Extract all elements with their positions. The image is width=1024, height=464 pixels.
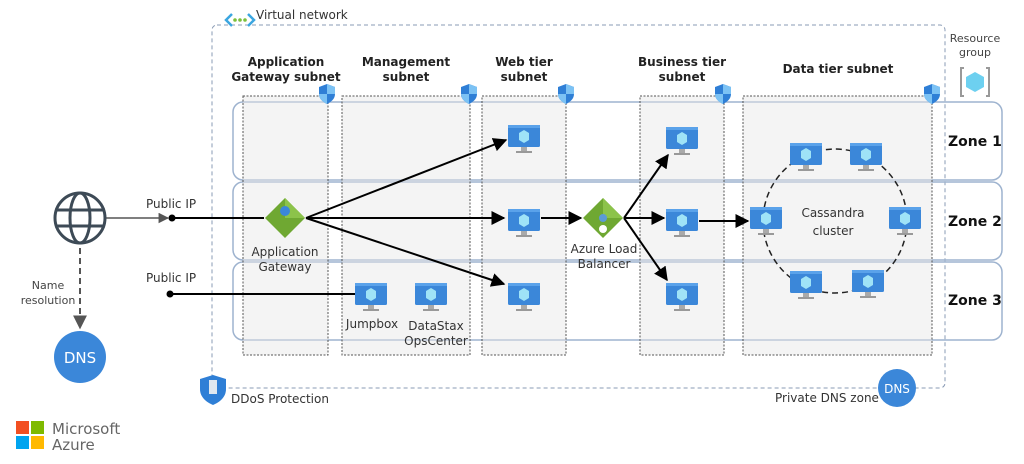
ddos-shield-icon [200,375,226,405]
resource-group-label: group [959,46,991,59]
logo-text: Azure [52,436,95,454]
zone-3 [232,261,1003,341]
zone-3-label: Zone 3 [948,293,1002,309]
jumpbox-label: Jumpbox [345,317,398,331]
subnet-title: subnet [501,70,548,84]
subnet-title: subnet [383,70,430,84]
ddos-protection-label: DDoS Protection [231,392,329,406]
resource-group-label: Resource [950,32,1001,45]
name-resolution-label: resolution [21,294,76,307]
resource-group-icon [960,67,990,97]
zone-1-label: Zone 1 [948,134,1002,150]
private-dns-icon-text: DNS [884,382,910,396]
subnet-title: Management [362,55,451,69]
cassandra-label: Cassandra [801,206,864,220]
subnet-title: Data tier subnet [783,62,894,76]
zone-2 [232,181,1003,261]
private-dns-zone-label: Private DNS zone [775,391,879,405]
subnet-title: Business tier [638,55,726,69]
subnet-title: Web tier [495,55,553,69]
virtual-network-boundary [211,24,946,389]
load-balancer-label: Balancer [578,257,631,271]
app-gateway-label: Application [251,245,318,259]
public-ip-1-dot [168,214,176,222]
management-subnet [341,95,471,356]
subnet-title: subnet [659,70,706,84]
zone-rows [232,101,1003,341]
public-ip-1-label: Public IP [146,197,196,211]
virtual-network-label: Virtual network [256,8,348,22]
private-dns-icon [878,369,916,407]
microsoft-logo-icon [16,421,44,449]
subnet-title: Gateway subnet [231,70,341,84]
name-resolution-label: Name [32,279,65,292]
globe-icon [53,191,107,245]
dns-icon [54,331,106,383]
public-ip-2-label: Public IP [146,271,196,285]
load-balancer-label: Azure Load [571,242,638,256]
logo-text: Microsoft [52,420,120,438]
cassandra-label: cluster [813,224,854,238]
app-gateway-label: Gateway [258,260,311,274]
zone-1 [232,101,1003,181]
subnet-title: Application [248,55,325,69]
zone-2-label: Zone 2 [948,214,1002,230]
virtual-network-icon [224,13,256,27]
dns-label: DNS [64,349,96,367]
opscenter-label: OpsCenter [404,334,468,348]
public-ip-2-dot [166,290,174,298]
opscenter-label: DataStax [408,319,463,333]
